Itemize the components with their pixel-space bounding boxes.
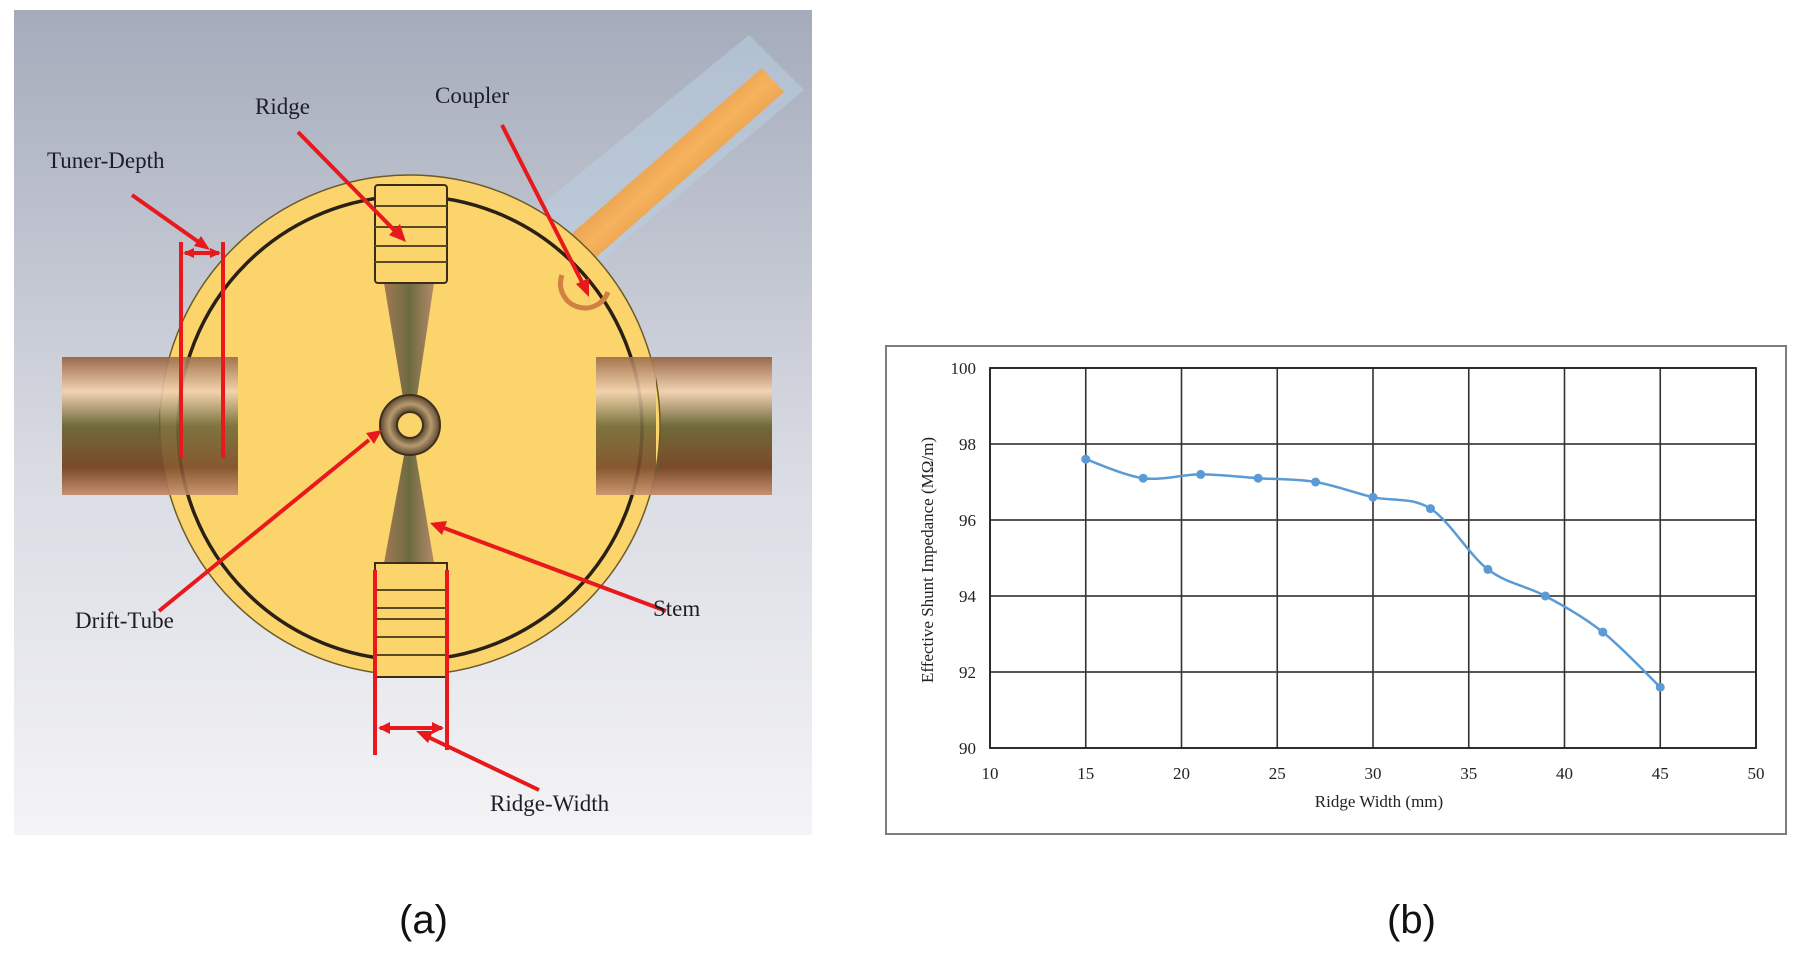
data-point-marker <box>1655 682 1665 692</box>
x-tick-label: 40 <box>1556 764 1573 783</box>
label-ridge: Ridge <box>255 94 310 119</box>
y-tick-label: 96 <box>959 511 976 530</box>
y-tick-label: 100 <box>951 359 977 378</box>
series-line <box>1085 458 1662 689</box>
data-point-marker <box>1425 504 1435 514</box>
data-point-marker <box>1368 492 1378 502</box>
data-point-marker <box>1081 454 1091 464</box>
x-tick-label: 45 <box>1652 764 1669 783</box>
label-drift-tube: Drift-Tube <box>75 608 174 633</box>
caption-b: (b) <box>1387 898 1436 942</box>
annotations <box>130 124 667 792</box>
upper-stem <box>384 283 434 410</box>
label-stem: Stem <box>653 596 701 621</box>
data-point-marker <box>1138 473 1148 483</box>
y-tick-label: 98 <box>959 435 976 454</box>
upper-ridge <box>374 184 448 284</box>
coupler-pipe <box>529 35 804 275</box>
data-point-marker <box>1253 473 1263 483</box>
y-tick-label: 94 <box>959 587 977 606</box>
y-axis-title: Effective Shunt Impedance (MΩ/m) <box>918 437 937 683</box>
plot-area-border <box>989 367 1757 749</box>
y-tick-label: 90 <box>959 739 976 758</box>
x-tick-label: 20 <box>1173 764 1190 783</box>
data-point-marker <box>1311 477 1321 487</box>
y-tick-label: 92 <box>959 663 976 682</box>
x-tick-label: 50 <box>1748 764 1765 783</box>
data-point-marker <box>1540 591 1550 601</box>
label-tuner-depth: Tuner-Depth <box>47 148 165 173</box>
x-tick-label: 30 <box>1365 764 1382 783</box>
lower-stem <box>384 450 434 563</box>
label-coupler: Coupler <box>435 83 510 108</box>
cavity-diagram <box>14 10 812 835</box>
x-tick-label: 15 <box>1077 764 1094 783</box>
right-tuner-insert <box>596 357 656 495</box>
x-tick-label: 25 <box>1269 764 1286 783</box>
x-axis-title: Ridge Width (mm) <box>1315 792 1443 811</box>
drift-tube <box>379 394 441 456</box>
left-tuner-insert <box>160 357 238 495</box>
data-point-marker <box>1598 627 1608 637</box>
chart-grid <box>989 367 1757 749</box>
coupler-loop <box>557 274 611 311</box>
caption-a: (a) <box>399 898 448 942</box>
x-tick-label: 10 <box>982 764 999 783</box>
data-point-marker <box>1196 469 1206 479</box>
cavity-diagram-panel: Ridge Coupler Tuner-Depth Drift-Tube Ste… <box>14 10 812 835</box>
data-point-marker <box>1483 564 1493 574</box>
x-tick-label: 35 <box>1460 764 1477 783</box>
label-ridge-width: Ridge-Width <box>490 791 610 816</box>
lower-ridge <box>374 562 448 678</box>
